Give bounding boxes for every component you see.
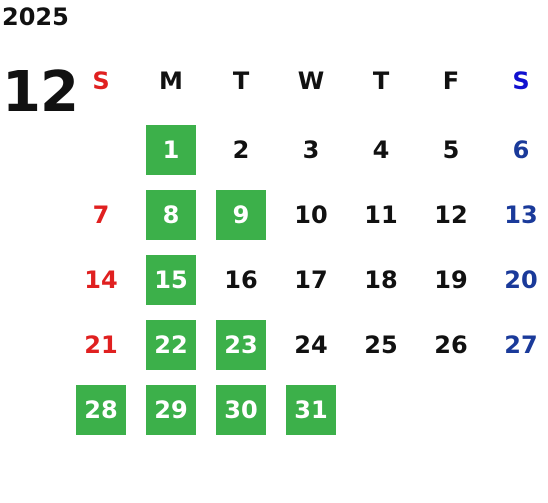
highlighted-day-cell: 23 [216,320,266,370]
day-cell: 25 [364,331,398,359]
day-cell: 21 [84,331,118,359]
highlighted-day-cell: 30 [216,385,266,435]
day-cell: 20 [504,266,538,294]
highlighted-day-cell: 9 [216,190,266,240]
day-cell: 27 [504,331,538,359]
highlighted-day-cell: 29 [146,385,196,435]
highlighted-day-cell: 8 [146,190,196,240]
day-cell: 14 [84,266,118,294]
day-cell: 7 [92,201,110,229]
weekday-header: T [232,67,250,95]
day-cell: 18 [364,266,398,294]
weekday-header: S [92,67,110,95]
weekday-header: M [159,67,183,95]
weekday-header: S [512,67,530,95]
day-cell: 11 [364,201,398,229]
weekday-header: T [372,67,390,95]
highlighted-day-cell: 1 [146,125,196,175]
day-cell: 17 [294,266,328,294]
highlighted-day-cell: 31 [286,385,336,435]
day-cell: 26 [434,331,468,359]
day-cell: 19 [434,266,468,294]
day-cell: 6 [512,136,530,164]
day-cell: 16 [224,266,258,294]
month-number: 12 [2,60,79,125]
day-cell: 2 [232,136,250,164]
highlighted-day-cell: 22 [146,320,196,370]
day-cell: 4 [372,136,390,164]
day-cell: 5 [442,136,460,164]
weekday-header: W [297,67,325,95]
day-cell: 3 [302,136,320,164]
year-label: 2025 [2,3,69,31]
day-cell: 13 [504,201,538,229]
highlighted-day-cell: 28 [76,385,126,435]
day-cell: 10 [294,201,328,229]
day-cell: 12 [434,201,468,229]
highlighted-day-cell: 15 [146,255,196,305]
weekday-header: F [442,67,460,95]
day-cell: 24 [294,331,328,359]
